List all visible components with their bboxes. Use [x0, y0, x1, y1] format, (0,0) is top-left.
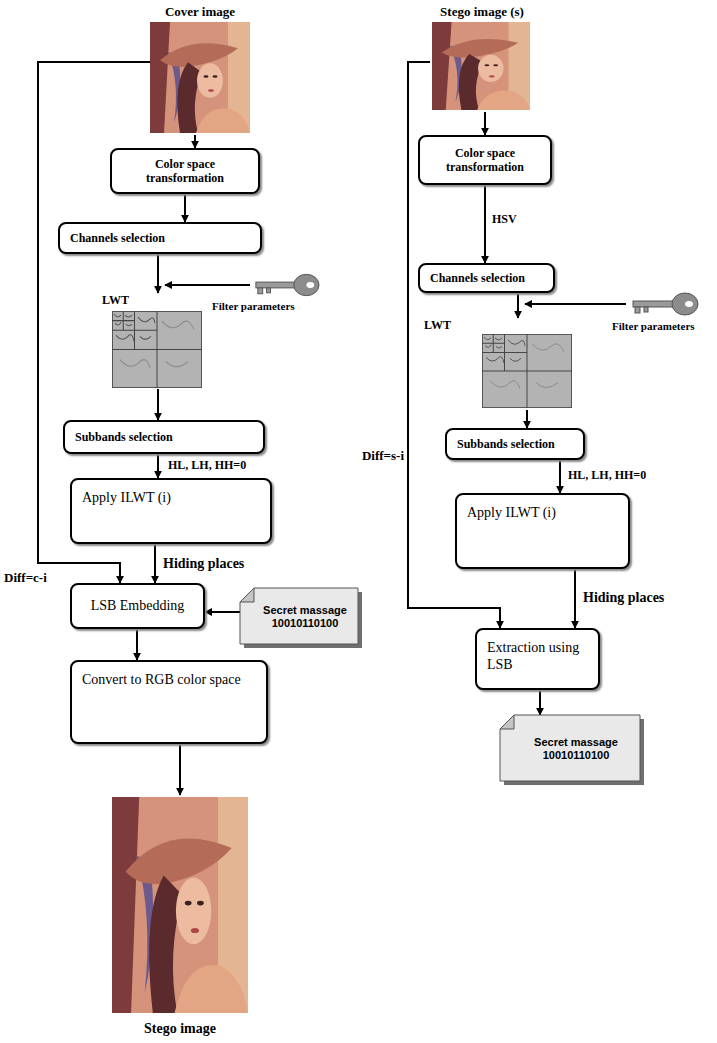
edge-label: HL, LH, HH=0 — [168, 458, 246, 473]
process-box: Extraction using LSB — [475, 628, 600, 690]
parameter-label: Filter parameters — [612, 320, 695, 332]
flow-arrow — [526, 410, 528, 428]
node-text: LWT — [102, 293, 206, 307]
flow-arrow — [205, 611, 240, 613]
key-arrow — [165, 284, 250, 286]
node-text: Apply ILWT (i) — [82, 490, 260, 507]
node-text: Extraction using LSB — [487, 640, 588, 674]
process-box: Subbands selection — [445, 428, 585, 460]
flow-arrow — [157, 254, 159, 293]
node-text: Cover image — [150, 4, 250, 20]
subband-grid: LWT — [100, 293, 206, 389]
flow-arrow — [157, 454, 159, 478]
node-text: LWT — [424, 318, 574, 332]
edge-label: Diff=s-i — [362, 448, 404, 464]
process-box: Subbands selection — [63, 420, 265, 454]
subband-grid: LWT — [422, 318, 574, 410]
node-text: Convert to RGB color space — [82, 672, 256, 689]
flow-arrow — [559, 460, 561, 493]
flow-arrow — [484, 185, 486, 263]
lwt-subbands — [482, 334, 572, 408]
node-text: Subbands selection — [457, 437, 573, 451]
lwt-subbands — [112, 311, 202, 388]
stego-photo — [432, 22, 530, 110]
message-document: Secret massage10010110100 — [500, 715, 640, 781]
image-node: Stego image (s) — [430, 4, 534, 112]
process-box: Apply ILWT (i) — [455, 493, 630, 569]
process-box: Convert to RGB color space — [70, 660, 268, 744]
node-text: 10010110100 — [260, 617, 350, 630]
stego-photo — [112, 797, 248, 1013]
node-text: Apply ILWT (i) — [467, 505, 618, 522]
document-sheet — [240, 588, 358, 644]
image-node: Cover image — [150, 4, 250, 135]
process-box: Channels selection — [58, 222, 262, 254]
process-box: LSB Embedding — [70, 583, 205, 629]
flow-arrow — [517, 293, 519, 318]
process-box: Channels selection — [418, 263, 555, 293]
document-fold — [500, 715, 514, 729]
flow-arrow — [154, 544, 156, 583]
node-text: 10010110100 — [520, 749, 632, 762]
process-box: Color space transformation — [418, 135, 552, 185]
edge-label: HL, LH, HH=0 — [568, 468, 646, 483]
document-sheet — [500, 715, 640, 781]
parameter-label: Filter parameters — [212, 300, 295, 312]
node-text: LSB Embedding — [82, 598, 193, 615]
node-text: Color space transformation — [122, 157, 248, 186]
key-icon — [256, 274, 319, 295]
document-fold — [240, 588, 254, 602]
flow-arrow — [136, 629, 138, 660]
message-document: Secret massage10010110100 — [240, 588, 358, 644]
key-icon — [633, 293, 698, 315]
flow-arrow — [194, 135, 196, 148]
node-text: Channels selection — [70, 231, 250, 245]
flow-arrow — [184, 194, 186, 222]
image-node: Stego image — [112, 795, 248, 1038]
flow-arrow — [574, 569, 576, 628]
node-text: Secret massage — [260, 604, 350, 617]
flow-arrow — [484, 112, 486, 135]
document-outline — [500, 715, 640, 781]
node-text: Stego image — [112, 1021, 248, 1038]
document-outline — [240, 588, 358, 644]
node-text: Stego image (s) — [430, 4, 534, 20]
node-text: Secret massage — [520, 736, 632, 749]
flow-arrow — [157, 389, 159, 420]
node-text: Subbands selection — [75, 430, 253, 444]
node-text: Channels selection — [430, 271, 543, 285]
key-arrow — [525, 303, 626, 305]
edge-label: HSV — [492, 212, 517, 227]
cover-photo — [150, 22, 250, 133]
process-box: Color space transformation — [110, 148, 260, 194]
flow-arrow — [179, 744, 181, 795]
edge-label: Diff=c-i — [4, 570, 47, 586]
process-box: Apply ILWT (i) — [70, 478, 272, 544]
node-text: Color space transformation — [430, 146, 540, 175]
edge-label: Hiding places — [583, 590, 664, 606]
flow-arrow — [539, 690, 541, 715]
edge-label: Hiding places — [163, 556, 244, 572]
